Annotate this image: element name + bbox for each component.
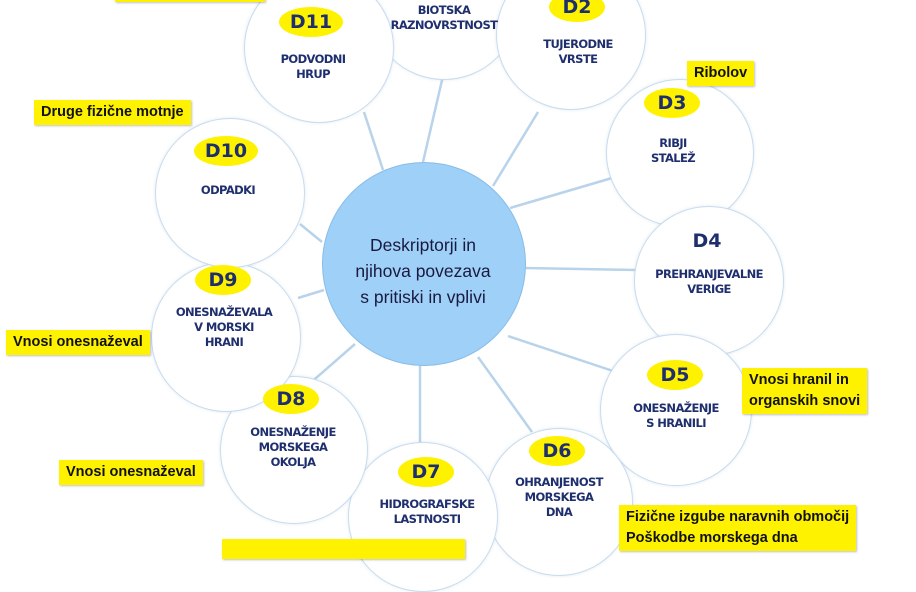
pressure-note-onesnazeval-d9: Vnosi onesnaževal (6, 330, 150, 355)
code-pill-d2: D2 (549, 0, 605, 22)
descriptor-diagram: Deskriptorji in njihova povezava s priti… (6, 0, 868, 592)
code-label-d4: D4 (692, 230, 722, 252)
central-label: Deskriptorji in njihova povezava s priti… (355, 235, 491, 307)
spoke-d5 (507, 334, 623, 376)
code-pill-d11: D11 (279, 7, 343, 37)
central-circle (322, 162, 526, 366)
code-pill-d6: D6 (529, 436, 585, 466)
descriptor-label-d6: OHRANJENOST MORSKEGA DNA (515, 475, 603, 519)
descriptor-label-d2: TUJERODNE VRSTE (543, 37, 613, 66)
pressure-note-ribolov: Ribolov (687, 61, 755, 86)
descriptor-label-d8: ONESNAŽENJE MORSKEGA OKOLJA (250, 425, 336, 469)
spoke-d10 (299, 223, 323, 243)
code-pill-d9: D9 (195, 265, 251, 295)
pressure-note-druge-fizicne-motnje: Druge fizične motnje (34, 100, 191, 125)
descriptor-label-d11: PODVODNI HRUP (280, 52, 346, 81)
code-pill-d5: D5 (647, 360, 703, 390)
code-pill-d8: D8 (263, 384, 319, 414)
spoke-d1 (421, 75, 445, 163)
descriptor-label-d10: ODPADKI (200, 183, 256, 197)
connector-lines (297, 75, 637, 443)
code-pill-d3: D3 (644, 88, 700, 118)
descriptor-circle-d5 (600, 334, 752, 486)
descriptor-label-d9: ONESNAŽEVALA V MORSKI HRANI (175, 305, 273, 349)
spoke-d11 (362, 111, 385, 171)
descriptor-label-d3: RIBJI STALEŽ (650, 136, 696, 165)
spoke-d4 (523, 266, 637, 272)
descriptor-label-d1: BIOTSKA RAZNOVRSTNOST (390, 3, 498, 32)
code-pill-d7: D7 (398, 457, 454, 487)
spoke-d3 (509, 176, 613, 210)
bottom-edge-note-strip (222, 539, 465, 559)
descriptor-label-d7: HIDROGRAFSKE LASTNOSTI (379, 497, 476, 526)
pressure-note-fizicne-izgube: Fizične izgube naravnih območij Poškodbe… (619, 505, 857, 551)
descriptor-label-d5: ONESNAŽENJE S HRANILI (633, 401, 719, 430)
spoke-d9 (297, 288, 325, 300)
code-pill-d10: D10 (194, 136, 258, 166)
descriptor-circle-d4 (634, 206, 784, 356)
pressure-note-hranila: Vnosi hranil in organskih snovi (742, 368, 868, 414)
pressure-note-onesnazeval-d8: Vnosi onesnaževal (59, 460, 203, 485)
spoke-d2 (491, 111, 540, 187)
spoke-d6 (476, 356, 534, 433)
descriptor-label-d4: PREHRANJEVALNE VERIGE (655, 267, 763, 296)
top-edge-note-strip (115, 0, 265, 2)
